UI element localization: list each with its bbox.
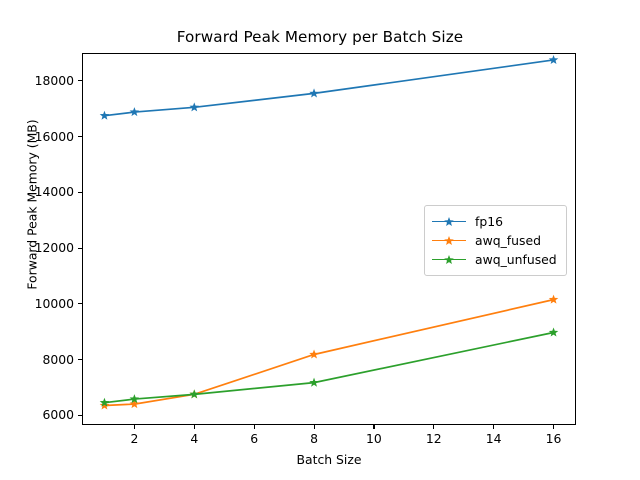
y-tick-mark xyxy=(78,414,82,416)
x-tick-mark xyxy=(433,425,435,429)
legend-item-fp16: fp16 xyxy=(432,212,557,231)
legend-item-awq_fused: awq_fused xyxy=(432,231,557,250)
x-tick-label: 16 xyxy=(545,431,562,446)
y-tick-label: 14000 xyxy=(34,184,74,200)
legend-swatch-icon xyxy=(432,235,466,247)
x-tick-label: 8 xyxy=(310,431,318,446)
y-tick-label: 16000 xyxy=(34,128,74,144)
x-tick-mark xyxy=(373,425,375,429)
legend-star-icon xyxy=(444,216,454,226)
x-tick-mark xyxy=(493,425,495,429)
legend-star-icon xyxy=(444,254,454,264)
y-tick-mark xyxy=(78,247,82,249)
legend-label: awq_fused xyxy=(475,233,541,248)
y-tick-label: 10000 xyxy=(34,295,74,311)
y-tick-mark xyxy=(78,80,82,82)
legend-item-awq_unfused: awq_unfused xyxy=(432,250,557,269)
y-tick-mark xyxy=(78,359,82,361)
legend-label: awq_unfused xyxy=(475,252,557,267)
x-tick-mark xyxy=(193,425,195,429)
legend-swatch-icon xyxy=(432,254,466,266)
x-tick-mark xyxy=(313,425,315,429)
x-tick-label: 6 xyxy=(250,431,259,446)
x-tick-label: 10 xyxy=(366,431,382,446)
x-tick-mark xyxy=(133,425,135,429)
y-tick-label: 8000 xyxy=(42,351,74,367)
y-tick-label: 6000 xyxy=(42,407,74,423)
legend-star-icon xyxy=(444,235,454,245)
chart-title: Forward Peak Memory per Batch Size xyxy=(176,28,464,46)
x-tick-label: 12 xyxy=(425,431,442,446)
legend-swatch-icon xyxy=(432,216,466,228)
y-tick-mark xyxy=(78,136,82,138)
y-tick-label: 12000 xyxy=(34,240,74,256)
x-tick-mark xyxy=(253,425,255,429)
x-tick-label: 4 xyxy=(190,431,199,446)
x-tick-mark xyxy=(553,425,555,429)
y-tick-mark xyxy=(78,191,82,193)
y-tick-label: 18000 xyxy=(34,72,74,88)
x-axis-label: Batch Size xyxy=(296,452,362,467)
x-tick-label: 2 xyxy=(130,431,139,446)
chart-legend: fp16 awq_fused awq_unfused xyxy=(424,205,567,276)
legend-label: fp16 xyxy=(475,214,503,229)
x-tick-label: 14 xyxy=(485,431,502,446)
y-tick-mark xyxy=(78,303,82,305)
